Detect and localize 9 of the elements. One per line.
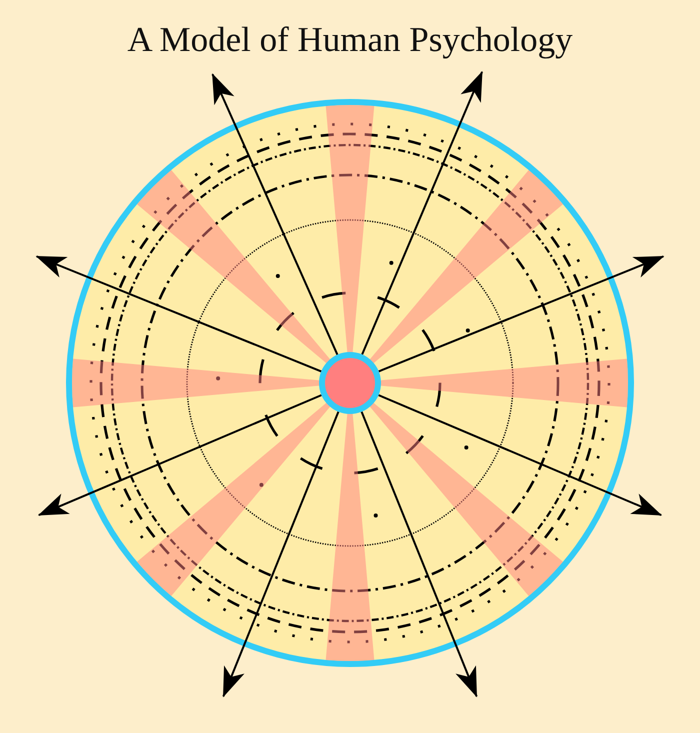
arrow [36,255,322,372]
arrow [360,411,478,698]
arrow [212,73,338,356]
arrow [38,394,322,516]
arrow [361,70,483,355]
arrow [378,394,662,516]
arrow [378,255,664,372]
diagram-title: A Model of Human Psychology [127,19,573,61]
arrow [222,411,340,698]
